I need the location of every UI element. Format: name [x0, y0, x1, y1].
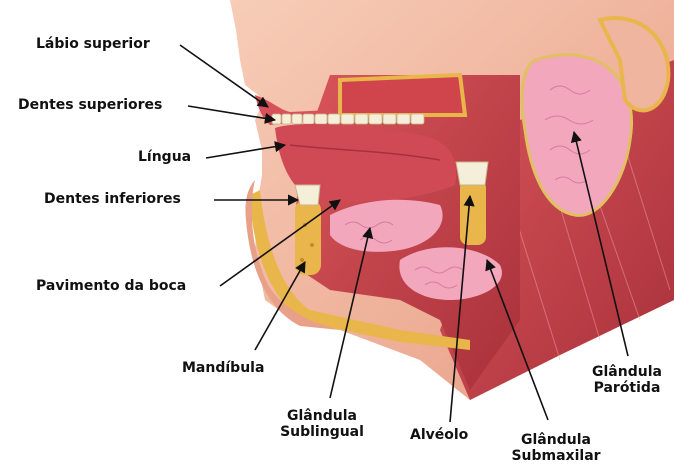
label-glandula-sublingual-line2: Sublingual	[272, 424, 372, 440]
label-glandula-parotida-line1: Glândula	[582, 364, 672, 380]
molar-tooth	[456, 162, 488, 185]
upper-teeth	[272, 114, 424, 124]
label-labio-superior: Lábio superior	[36, 36, 150, 52]
label-glandula-submaxilar-line1: Glândula	[508, 432, 604, 448]
label-dentes-inferiores: Dentes inferiores	[44, 191, 181, 207]
label-glandula-parotida: Glândula Parótida	[582, 364, 672, 396]
label-glandula-submaxilar-line2: Submaxilar	[508, 448, 604, 464]
label-glandula-sublingual-line1: Glândula	[272, 408, 372, 424]
mandible-front	[295, 200, 321, 275]
label-alveolo: Alvéolo	[410, 427, 468, 443]
label-mandibula: Mandíbula	[182, 360, 264, 376]
label-dentes-superiores: Dentes superiores	[18, 97, 162, 113]
alveolus-bone	[460, 180, 486, 245]
label-lingua: Língua	[138, 149, 191, 165]
label-glandula-parotida-line2: Parótida	[582, 380, 672, 396]
lower-front-tooth	[295, 185, 320, 205]
label-pavimento-da-boca: Pavimento da boca	[36, 278, 186, 294]
label-glandula-sublingual: Glândula Sublingual	[272, 408, 372, 440]
upper-palate	[340, 75, 465, 115]
label-glandula-submaxilar: Glândula Submaxilar	[508, 432, 604, 464]
